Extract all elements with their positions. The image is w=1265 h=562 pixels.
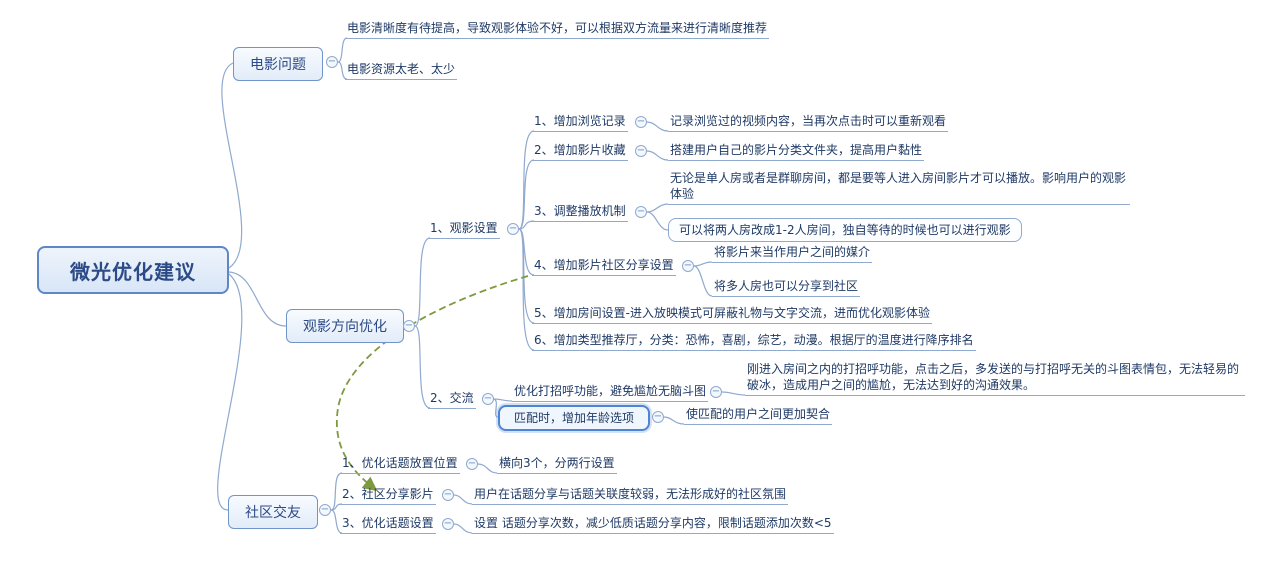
topic-movie-favorites[interactable]: 2、增加影片收藏 (532, 142, 628, 161)
collapse-icon[interactable]: − (466, 458, 478, 470)
branch-viewing-optimization[interactable]: 观影方向优化 (286, 309, 404, 343)
note-multi-room-share[interactable]: 将多人房也可以分享到社区 (712, 278, 861, 297)
branch-community-friends[interactable]: 社区交友 (228, 495, 318, 529)
branch-movie-problems[interactable]: 电影问题 (233, 47, 323, 81)
note-movie-favorites[interactable]: 搭建用户自己的影片分类文件夹，提高用户黏性 (668, 142, 925, 161)
topic-greeting-optimize[interactable]: 优化打招呼功能，避免尴尬无脑斗图 (512, 383, 709, 402)
note-community-share-movie[interactable]: 用户在话题分享与话题关联度较弱，无法形成好的社区氛围 (472, 486, 789, 505)
topic-movie-resources[interactable]: 电影资源太老、太少 (345, 61, 458, 80)
topic-topic-setting[interactable]: 3、优化话题设置 (340, 515, 436, 534)
topic-communication[interactable]: 2、交流 (428, 390, 476, 409)
note-topic-placement[interactable]: 横向3个，分两行设置 (497, 455, 617, 474)
collapse-icon[interactable]: − (482, 393, 494, 405)
collapse-icon[interactable]: − (682, 260, 694, 272)
collapse-icon[interactable]: − (319, 504, 331, 516)
root-topic[interactable]: 微光优化建议 (37, 246, 229, 294)
topic-age-option[interactable]: 匹配时，增加年龄选项 (498, 405, 651, 431)
note-playback-suggestion[interactable]: 可以将两人房改成1-2人房间，独自等待的时候也可以进行观影 (668, 218, 1022, 242)
collapse-icon[interactable]: − (442, 518, 454, 530)
topic-genre-halls[interactable]: 6、增加类型推荐厅，分类：恐怖，喜剧，综艺，动漫。根据厅的温度进行降序排名 (532, 332, 976, 351)
collapse-icon[interactable]: − (403, 320, 415, 332)
collapse-icon[interactable]: − (507, 223, 519, 235)
topic-topic-placement[interactable]: 1、优化话题放置位置 (340, 455, 460, 474)
topic-movie-clarity[interactable]: 电影清晰度有待提高，导致观影体验不好，可以根据双方流量来进行清晰度推荐 (345, 20, 770, 39)
topic-playback-mechanism[interactable]: 3、调整播放机制 (532, 203, 628, 222)
topic-community-share-movie[interactable]: 2、社区分享影片 (340, 486, 436, 505)
note-browse-history[interactable]: 记录浏览过的视频内容，当再次点击时可以重新观看 (668, 113, 949, 132)
collapse-icon[interactable]: − (635, 206, 647, 218)
note-playback-problem[interactable]: 无论是单人房或者是群聊房间，都是要等人进入房间影片才可以播放。影响用户的观影体验 (668, 170, 1130, 205)
collapse-icon[interactable]: − (652, 411, 664, 423)
topic-viewing-settings[interactable]: 1、观影设置 (428, 220, 500, 239)
collapse-icon[interactable]: − (635, 145, 647, 157)
cross-link-arrow (336, 275, 529, 492)
note-age-option[interactable]: 使匹配的用户之间更加契合 (684, 406, 833, 425)
topic-room-setting[interactable]: 5、增加房间设置-进入放映模式可屏蔽礼物与文字交流，进而优化观影体验 (532, 305, 932, 324)
collapse-icon[interactable]: − (326, 56, 338, 68)
note-greeting-problem[interactable]: 刚进入房间之内的打招呼功能，点击之后，多发送的与打招呼无关的斗图表情包，无法轻易… (745, 361, 1245, 396)
topic-community-share-setting[interactable]: 4、增加影片社区分享设置 (532, 257, 676, 276)
collapse-icon[interactable]: − (710, 386, 722, 398)
collapse-icon[interactable]: − (635, 116, 647, 128)
note-topic-setting[interactable]: 设置 话题分享次数，减少低质话题分享内容，限制话题添加次数<5 (472, 515, 834, 534)
collapse-icon[interactable]: − (442, 489, 454, 501)
note-movie-as-medium[interactable]: 将影片来当作用户之间的媒介 (712, 244, 873, 263)
topic-browse-history[interactable]: 1、增加浏览记录 (532, 113, 628, 132)
